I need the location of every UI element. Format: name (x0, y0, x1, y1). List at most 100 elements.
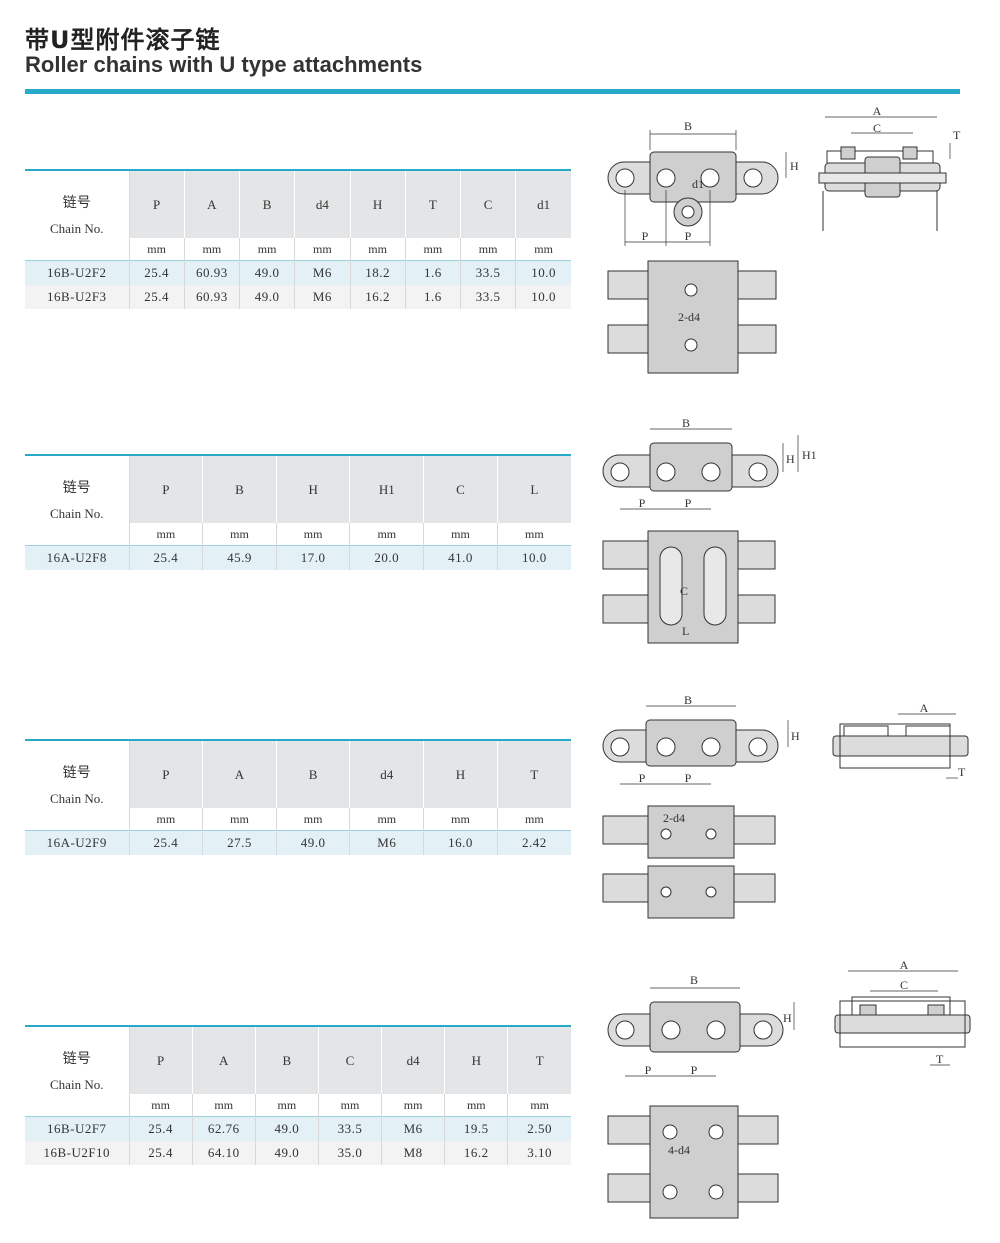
drawing-u2f2-end: A C T (805, 103, 965, 243)
table-cell: M6 (381, 1116, 446, 1141)
col-header: T (507, 1027, 571, 1094)
table-row: 16B-U2F3 25.4 60.93 49.0 M6 16.2 1.6 33.… (25, 285, 571, 309)
label-H: H (791, 729, 800, 743)
table-cell: 20.0 (349, 545, 425, 570)
unit-label: mm (525, 526, 544, 541)
table-cell: 25.4 (129, 260, 185, 285)
chain-no-cell: 16B-U2F3 (25, 285, 130, 309)
table-cell: 35.0 (318, 1141, 383, 1165)
drawing-u2f2-side: B d1 P P H (598, 120, 798, 250)
label-P: P (685, 229, 692, 243)
col-header: B (239, 171, 296, 238)
label-T: T (936, 1052, 944, 1066)
table-cell: 64.10 (192, 1141, 256, 1165)
table-cell: 60.93 (184, 285, 241, 309)
table-cell: 1.6 (405, 285, 462, 309)
unit-label: mm (276, 523, 351, 546)
table-cell: 62.76 (192, 1116, 256, 1141)
table-cell: M6 (294, 285, 351, 309)
unit-label: mm (525, 811, 544, 826)
table-cell: 17.0 (276, 545, 351, 570)
col-header: T (497, 741, 571, 808)
unit-label: mm (349, 808, 425, 831)
label-H: H (790, 159, 798, 173)
unit-label: mm (534, 241, 553, 256)
table-cell: M8 (381, 1141, 446, 1165)
col-header: A (192, 1027, 256, 1094)
col-header: d4 (381, 1027, 446, 1094)
col-header: H (276, 456, 351, 523)
col-header: B (255, 1027, 319, 1094)
table-cell: 33.5 (460, 260, 517, 285)
unit-label: mm (530, 1097, 549, 1112)
table-cell: 33.5 (318, 1116, 383, 1141)
table-cell: 49.0 (255, 1116, 319, 1141)
table-cell: 49.0 (239, 285, 296, 309)
table-cell: 19.5 (444, 1116, 509, 1141)
drawing-u2f7-top: 4-d4 (598, 1100, 788, 1225)
drawing-u2f8-top: C L (598, 525, 788, 650)
drawing-u2f7-side: B P P H (598, 970, 808, 1080)
label-T: T (953, 128, 961, 142)
page-title-zh: 带U型附件滚子链 (25, 26, 221, 54)
col-header: A (184, 171, 241, 238)
col-header: B (202, 456, 277, 523)
label-d1: d1 (692, 177, 704, 191)
table-row: 16B-U2F7 25.4 62.76 49.0 33.5 M6 19.5 2.… (25, 1116, 571, 1141)
unit-label: mm (202, 808, 277, 831)
table-cell: 2.50 (507, 1116, 571, 1141)
unit-label: mm (184, 238, 241, 261)
drawing-u2f9-end: A T (828, 700, 978, 790)
table-cell: 25.4 (129, 830, 204, 855)
table-cell: 49.0 (255, 1141, 319, 1165)
unit-label: mm (349, 523, 425, 546)
title-divider (25, 89, 960, 94)
col-header: H (444, 1027, 509, 1094)
unit-label: mm (405, 238, 462, 261)
table-cell: 25.4 (129, 545, 204, 570)
label-C: C (900, 978, 908, 992)
label-H: H (786, 452, 795, 466)
label-B: B (690, 973, 698, 987)
table-cell: 16.2 (444, 1141, 509, 1165)
unit-label: mm (423, 808, 498, 831)
col-header: P (129, 1027, 193, 1094)
drawing-u2f2-top: 2-d4 (598, 255, 788, 380)
label-P: P (691, 1063, 698, 1077)
unit-label: mm (294, 238, 351, 261)
table-cell: 25.4 (129, 285, 185, 309)
table-cell: 25.4 (129, 1116, 193, 1141)
unit-label: mm (276, 808, 351, 831)
unit-label: mm (381, 1094, 446, 1117)
table-cell: 10.0 (515, 260, 571, 285)
table-cell: 1.6 (405, 260, 462, 285)
unit-label: mm (129, 808, 204, 831)
col-header: T (405, 171, 462, 238)
col-header: P (129, 741, 204, 808)
table-cell: 60.93 (184, 260, 241, 285)
label-P: P (642, 229, 649, 243)
chain-no-cell: 16B-U2F7 (25, 1116, 130, 1141)
label-P: P (685, 496, 692, 510)
drawing-u2f7-end: A C T (830, 957, 980, 1077)
label-2-d4: 2-d4 (663, 811, 685, 825)
table-cell: 16.0 (423, 830, 498, 855)
label-P: P (645, 1063, 652, 1077)
col-header: H1 (349, 456, 425, 523)
table-cell: 18.2 (350, 260, 406, 285)
col-header: A (202, 741, 277, 808)
col-header: C (460, 171, 517, 238)
chain-no-cell: 16B-U2F2 (25, 260, 130, 285)
unit-label: mm (423, 523, 498, 546)
col-header: L (497, 456, 571, 523)
unit-label: mm (350, 238, 406, 261)
chain-no-cell: 16B-U2F10 (25, 1141, 130, 1165)
